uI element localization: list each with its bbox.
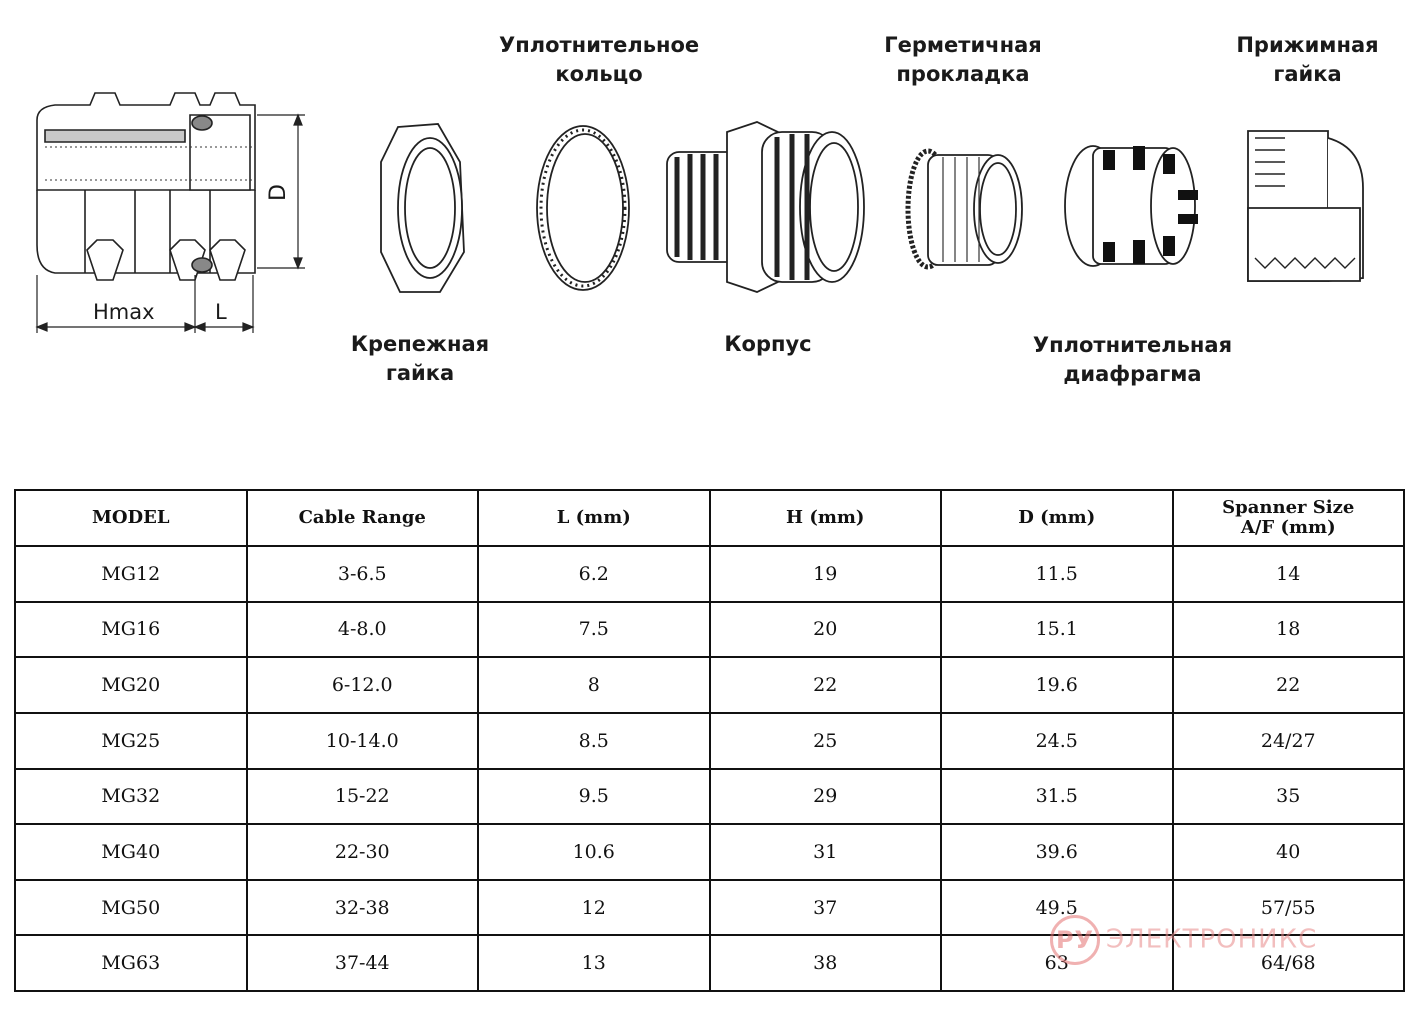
mounting-nut-drawing [378, 122, 468, 294]
cable-gland-cross-section [25, 85, 315, 350]
cell-cable-range: 15-22 [245, 767, 479, 826]
cell-d: 24.5 [940, 711, 1174, 770]
label-gasket: Герметичная прокладка [884, 33, 1042, 86]
cell-h: 38 [708, 934, 942, 992]
dimension-label-l: L [215, 300, 227, 324]
cell-model: MG25 [14, 711, 248, 770]
cell-cable-range: 3-6.5 [245, 545, 479, 603]
cell-spanner-size: 35 [1171, 767, 1405, 826]
label-seal-diaphragm: Уплотнительная диафрагма [1032, 333, 1233, 386]
cell-cable-range: 32-38 [245, 878, 479, 937]
cell-d: 15.1 [940, 600, 1174, 659]
cell-h: 31 [708, 823, 942, 881]
cell-spanner-size: 57/55 [1171, 878, 1405, 937]
header-model: MODEL [14, 489, 248, 547]
label-body: Корпус [724, 332, 812, 356]
cell-spanner-size: 64/68 [1171, 934, 1405, 992]
cell-model: MG20 [14, 656, 248, 714]
watermark-logo: РУ [1050, 915, 1100, 965]
cell-d: 31.5 [940, 767, 1174, 826]
cell-model: MG50 [14, 878, 248, 937]
cell-cable-range: 4-8.0 [245, 600, 479, 659]
cell-d: 11.5 [940, 545, 1174, 603]
cell-spanner-size: 22 [1171, 656, 1405, 714]
cell-cable-range: 6-12.0 [245, 656, 479, 714]
gasket-drawing [903, 147, 1028, 272]
cell-l: 13 [477, 934, 711, 992]
cell-d: 39.6 [940, 823, 1174, 881]
seal-diaphragm-drawing [1058, 140, 1198, 272]
sealing-ring-drawing [533, 122, 633, 294]
gland-body-drawing [662, 122, 867, 294]
cell-model: MG16 [14, 600, 248, 659]
header-cable-range: Cable Range [245, 489, 479, 547]
cell-model: MG40 [14, 823, 248, 881]
cell-model: MG63 [14, 934, 248, 992]
watermark-text: ЭЛЕКТРОНИКС [1106, 924, 1318, 955]
cell-h: 37 [708, 878, 942, 937]
cell-h: 22 [708, 656, 942, 714]
cell-model: MG12 [14, 545, 248, 603]
cell-l: 8.5 [477, 711, 711, 770]
cell-spanner-size: 40 [1171, 823, 1405, 881]
spec-table: MODEL Cable Range L (mm) H (mm) D (mm) S… [14, 489, 1405, 992]
pressure-nut-drawing [1245, 128, 1365, 283]
cell-cable-range: 10-14.0 [245, 711, 479, 770]
label-mounting-nut: Крепежная гайка [350, 332, 490, 385]
dimension-label-d: D [265, 184, 291, 201]
cell-h: 25 [708, 711, 942, 770]
spec-table-header-row: MODEL Cable Range L (mm) H (mm) D (mm) S… [14, 489, 1405, 547]
cell-l: 8 [477, 656, 711, 714]
cell-spanner-size: 24/27 [1171, 711, 1405, 770]
cell-l: 6.2 [477, 545, 711, 603]
label-pressure-nut: Прижимная гайка [1236, 33, 1379, 86]
cell-l: 10.6 [477, 823, 711, 881]
cell-l: 12 [477, 878, 711, 937]
cell-spanner-size: 18 [1171, 600, 1405, 659]
cell-model: MG32 [14, 767, 248, 826]
header-d: D (mm) [940, 489, 1174, 547]
header-h: H (mm) [708, 489, 942, 547]
cell-l: 9.5 [477, 767, 711, 826]
cell-h: 29 [708, 767, 942, 826]
header-spanner-size: Spanner Size A/F (mm) [1171, 489, 1405, 547]
cell-d: 19.6 [940, 656, 1174, 714]
dimension-label-hmax: Hmax [93, 300, 155, 324]
header-l: L (mm) [477, 489, 711, 547]
cell-cable-range: 22-30 [245, 823, 479, 881]
cell-spanner-size: 14 [1171, 545, 1405, 603]
cell-h: 19 [708, 545, 942, 603]
label-sealing-ring: Уплотнительное кольцо [499, 33, 700, 86]
cell-cable-range: 37-44 [245, 934, 479, 992]
cell-l: 7.5 [477, 600, 711, 659]
cell-h: 20 [708, 600, 942, 659]
